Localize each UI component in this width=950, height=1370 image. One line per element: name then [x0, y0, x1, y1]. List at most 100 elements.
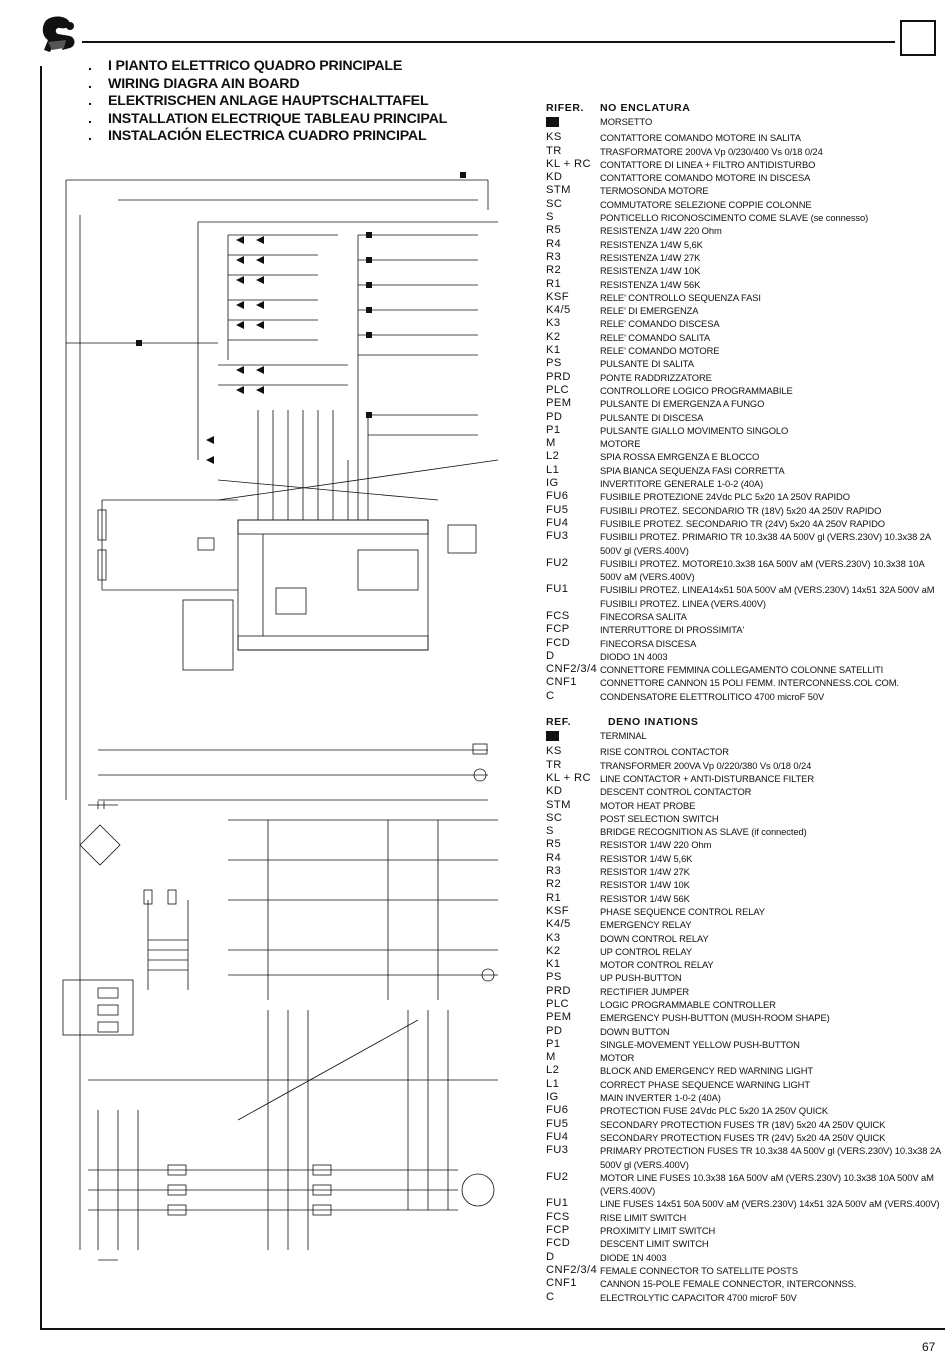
legend-code: KSF — [546, 904, 569, 917]
legend-code: FCP — [546, 623, 570, 636]
legend-code: KSF — [546, 290, 569, 303]
legend-code: R5 — [546, 838, 562, 851]
legend-code: FU6 — [546, 490, 569, 503]
legend-code: K2 — [546, 330, 561, 343]
legend-code: PLC — [546, 998, 569, 1010]
title-french: .INSTALLATION ELECTRIQUE TABLEAU PRINCIP… — [88, 110, 448, 127]
corner-box — [900, 20, 936, 56]
rectifier-bridge — [79, 801, 121, 866]
legend-description: MOTOR CONTROL RELAY — [600, 959, 714, 971]
legend-description: BLOCK AND EMERGENCY RED WARNING LIGHT — [600, 1065, 813, 1077]
legend-code: L2 — [546, 450, 560, 463]
legend-description: TERMOSONDA MOTORE — [600, 185, 709, 197]
legend-description: TERMINAL — [600, 730, 647, 742]
legend-code: FU2 — [546, 556, 569, 569]
legend-code: R3 — [546, 865, 562, 878]
legend-code: P1 — [546, 1037, 561, 1050]
legend-description: POST SELECTION SWITCH — [600, 812, 719, 824]
legend-description: RESISTENZA 1/4W 10K — [600, 265, 701, 277]
legend-code: KD — [546, 171, 563, 184]
legend-description: FUSIBILI PROTEZ. MOTORE10.3x38 16A 500V … — [600, 557, 925, 583]
legend-code: C — [546, 1290, 555, 1303]
legend-code: P1 — [546, 423, 561, 436]
legend-description: PROXIMITY LIMIT SWITCH — [600, 1225, 716, 1237]
legend-code: K4/5 — [546, 918, 571, 931]
legend-code: FCP — [546, 1224, 570, 1237]
legend-code: PD — [546, 1024, 563, 1037]
legend-row: MORSETTO — [546, 115, 946, 131]
legend-description: RESISTOR 1/4W 56K — [600, 892, 690, 904]
legend-code: SC — [546, 197, 563, 210]
legend-code: FCS — [546, 1210, 570, 1223]
legend-description: COMMUTATORE SELEZIONE COPPIE COLONNE — [600, 198, 812, 210]
legend-description: FUSIBILI PROTEZ. PRIMARIO TR 10.3x38 4A … — [600, 531, 931, 556]
legend-row: FU2 FUSIBILI PROTEZ. MOTORE10.3x38 16A 50… — [546, 557, 946, 584]
legend-description: RESISTENZA 1/4W 220 Ohm — [600, 225, 722, 237]
legend-row: TERMINAL — [546, 729, 946, 745]
legend-description: CONTATTORE COMANDO MOTORE IN SALITA — [600, 132, 801, 144]
legend-row: FU4 SECONDARY PROTECTION FUSES TR (24V) 5… — [546, 1131, 946, 1144]
legend-description: RESISTOR 1/4W 10K — [600, 879, 690, 891]
legend-code: L1 — [546, 463, 560, 476]
title-block: .I PIANTO ELETTRICO QUADRO PRINCIPALE .W… — [88, 58, 528, 146]
legend-code: PRD — [546, 984, 571, 997]
legend-description: UP CONTROL RELAY — [600, 945, 692, 957]
legend-code: FU5 — [546, 1117, 569, 1130]
legend-code: R2 — [546, 264, 562, 277]
title-german: .ELEKTRISCHEN ANLAGE HAUPTSCHALTTAFEL — [88, 93, 429, 110]
legend-code: STM — [546, 798, 571, 811]
legend-code: FU1 — [546, 1197, 569, 1210]
legend-code: C — [546, 689, 555, 702]
transformer — [143, 889, 189, 990]
legend-code: FU5 — [546, 503, 569, 516]
legend-description: PULSANTE DI SALITA — [600, 358, 694, 370]
title-english: .WIRING DIAGRA AIN BOARD — [88, 75, 300, 92]
legend-description: MOTOR — [600, 1052, 635, 1064]
legend-description: DESCENT CONTROL CONTACTOR — [600, 786, 752, 798]
legend-code: FU4 — [546, 1130, 569, 1143]
legend-en-header: REF. DENO INATIONS — [546, 716, 699, 729]
legend-description: CONDENSATORE ELETTROLITICO 4700 microF 5… — [600, 690, 825, 702]
legend-description: SECONDARY PROTECTION FUSES TR (18V) 5x20… — [600, 1118, 886, 1130]
legend-description: DIODO 1N 4003 — [600, 650, 668, 662]
diode-array — [136, 172, 466, 464]
legend-description: RESISTENZA 1/4W 5,6K — [600, 238, 703, 250]
legend-code: KL + RC — [546, 157, 591, 170]
legend-code: K1 — [546, 958, 561, 971]
legend-description: SECONDARY PROTECTION FUSES TR (24V) 5x20… — [600, 1131, 886, 1143]
legend-code: KL + RC — [546, 771, 591, 784]
legend-row: KSF PHASE SEQUENCE CONTROL RELAY — [546, 905, 946, 918]
legend-description: PHASE SEQUENCE CONTROL RELAY — [600, 905, 765, 917]
legend-code: PEM — [546, 397, 572, 410]
title-spanish: .INSTALACIÓN ELECTRICA CUADRO PRINCIPAL — [88, 128, 427, 145]
contactor-coils — [228, 819, 498, 1000]
wiring-diagram — [62, 172, 499, 1261]
legend-code: FU4 — [546, 516, 569, 529]
legend-it-header: RIFER. NO ENCLATURA — [546, 102, 691, 114]
legend-description: TRANSFORMER 200VA Vp 0/220/380 Vs 0/18 0… — [600, 759, 812, 771]
legend-code: R1 — [546, 277, 562, 290]
legend-code: CNF2/3/4 — [546, 1263, 598, 1276]
